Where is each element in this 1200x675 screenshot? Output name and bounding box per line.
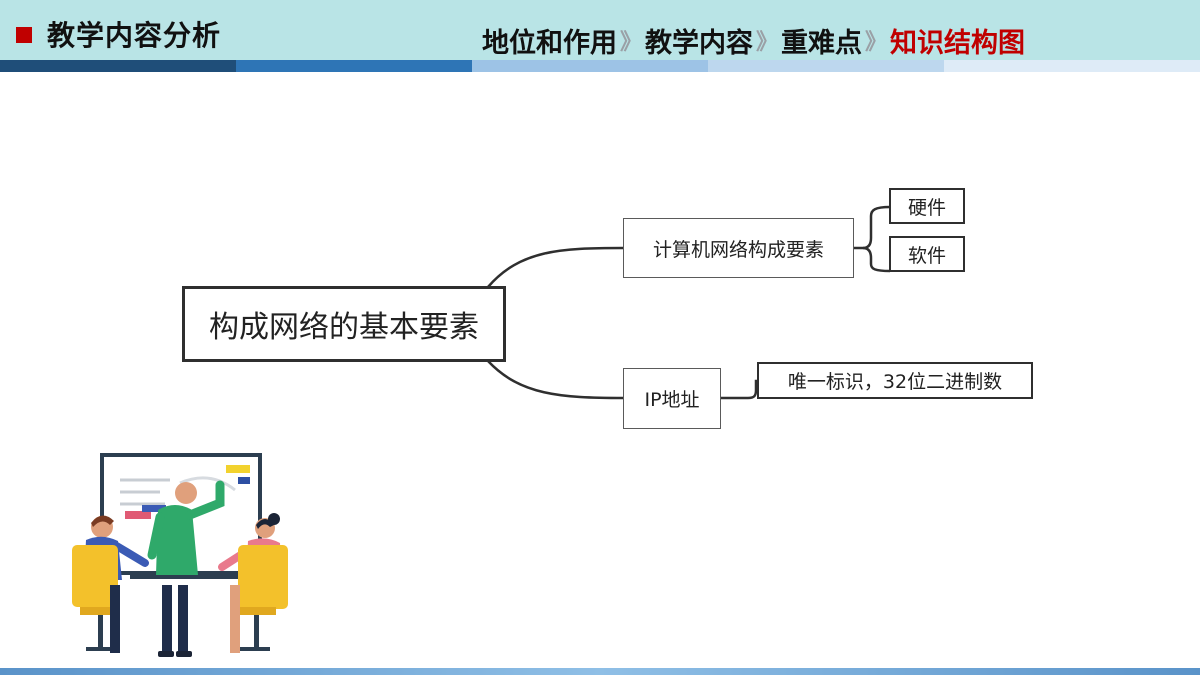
- header-stripe-segment: [236, 60, 472, 72]
- section-nav: 地位和作用 》 教学内容 》 重难点 》 知识结构图: [482, 20, 1025, 60]
- mindmap-root-node: 构成网络的基本要素: [182, 286, 506, 362]
- connector-to-unique-id: [720, 379, 760, 400]
- mindmap-leaf-software: 软件: [889, 236, 965, 272]
- header-stripe-segment: [708, 60, 944, 72]
- page-title: 教学内容分析: [47, 19, 222, 52]
- mindmap-leaf-hardware: 硬件: [889, 188, 965, 224]
- connector-root-to-ip-address: [487, 360, 625, 400]
- connector-to-software: [862, 246, 891, 273]
- nav-separator-chevron-icon: 》: [864, 30, 887, 55]
- header-stripe-segment: [0, 60, 236, 72]
- nav-item-knowledge-structure[interactable]: 知识结构图: [890, 27, 1025, 59]
- nav-separator-chevron-icon: 》: [619, 30, 642, 55]
- nav-item-position-role[interactable]: 地位和作用: [482, 27, 617, 59]
- nav-separator-chevron-icon: 》: [755, 30, 778, 55]
- mindmap-node-ip-address: IP地址: [623, 368, 721, 429]
- connector-root-to-network-elements: [487, 246, 625, 288]
- nav-item-key-difficult-points[interactable]: 重难点: [781, 27, 862, 59]
- footer-bar: [0, 668, 1200, 675]
- mindmap-leaf-unique-id: 唯一标识，32位二进制数: [757, 362, 1033, 399]
- nav-item-teaching-content[interactable]: 教学内容: [645, 27, 753, 59]
- header-bar: 教学内容分析 地位和作用 》 教学内容 》 重难点 》 知识结构图: [0, 0, 1200, 60]
- mindmap-node-network-elements: 计算机网络构成要素: [623, 218, 854, 278]
- title-marker-square-icon: [16, 27, 32, 43]
- team-meeting-whiteboard-illustration: [72, 453, 288, 657]
- header-stripe-segment: [944, 60, 1200, 72]
- connector-to-hardware: [853, 205, 891, 250]
- header-stripe-segment: [472, 60, 708, 72]
